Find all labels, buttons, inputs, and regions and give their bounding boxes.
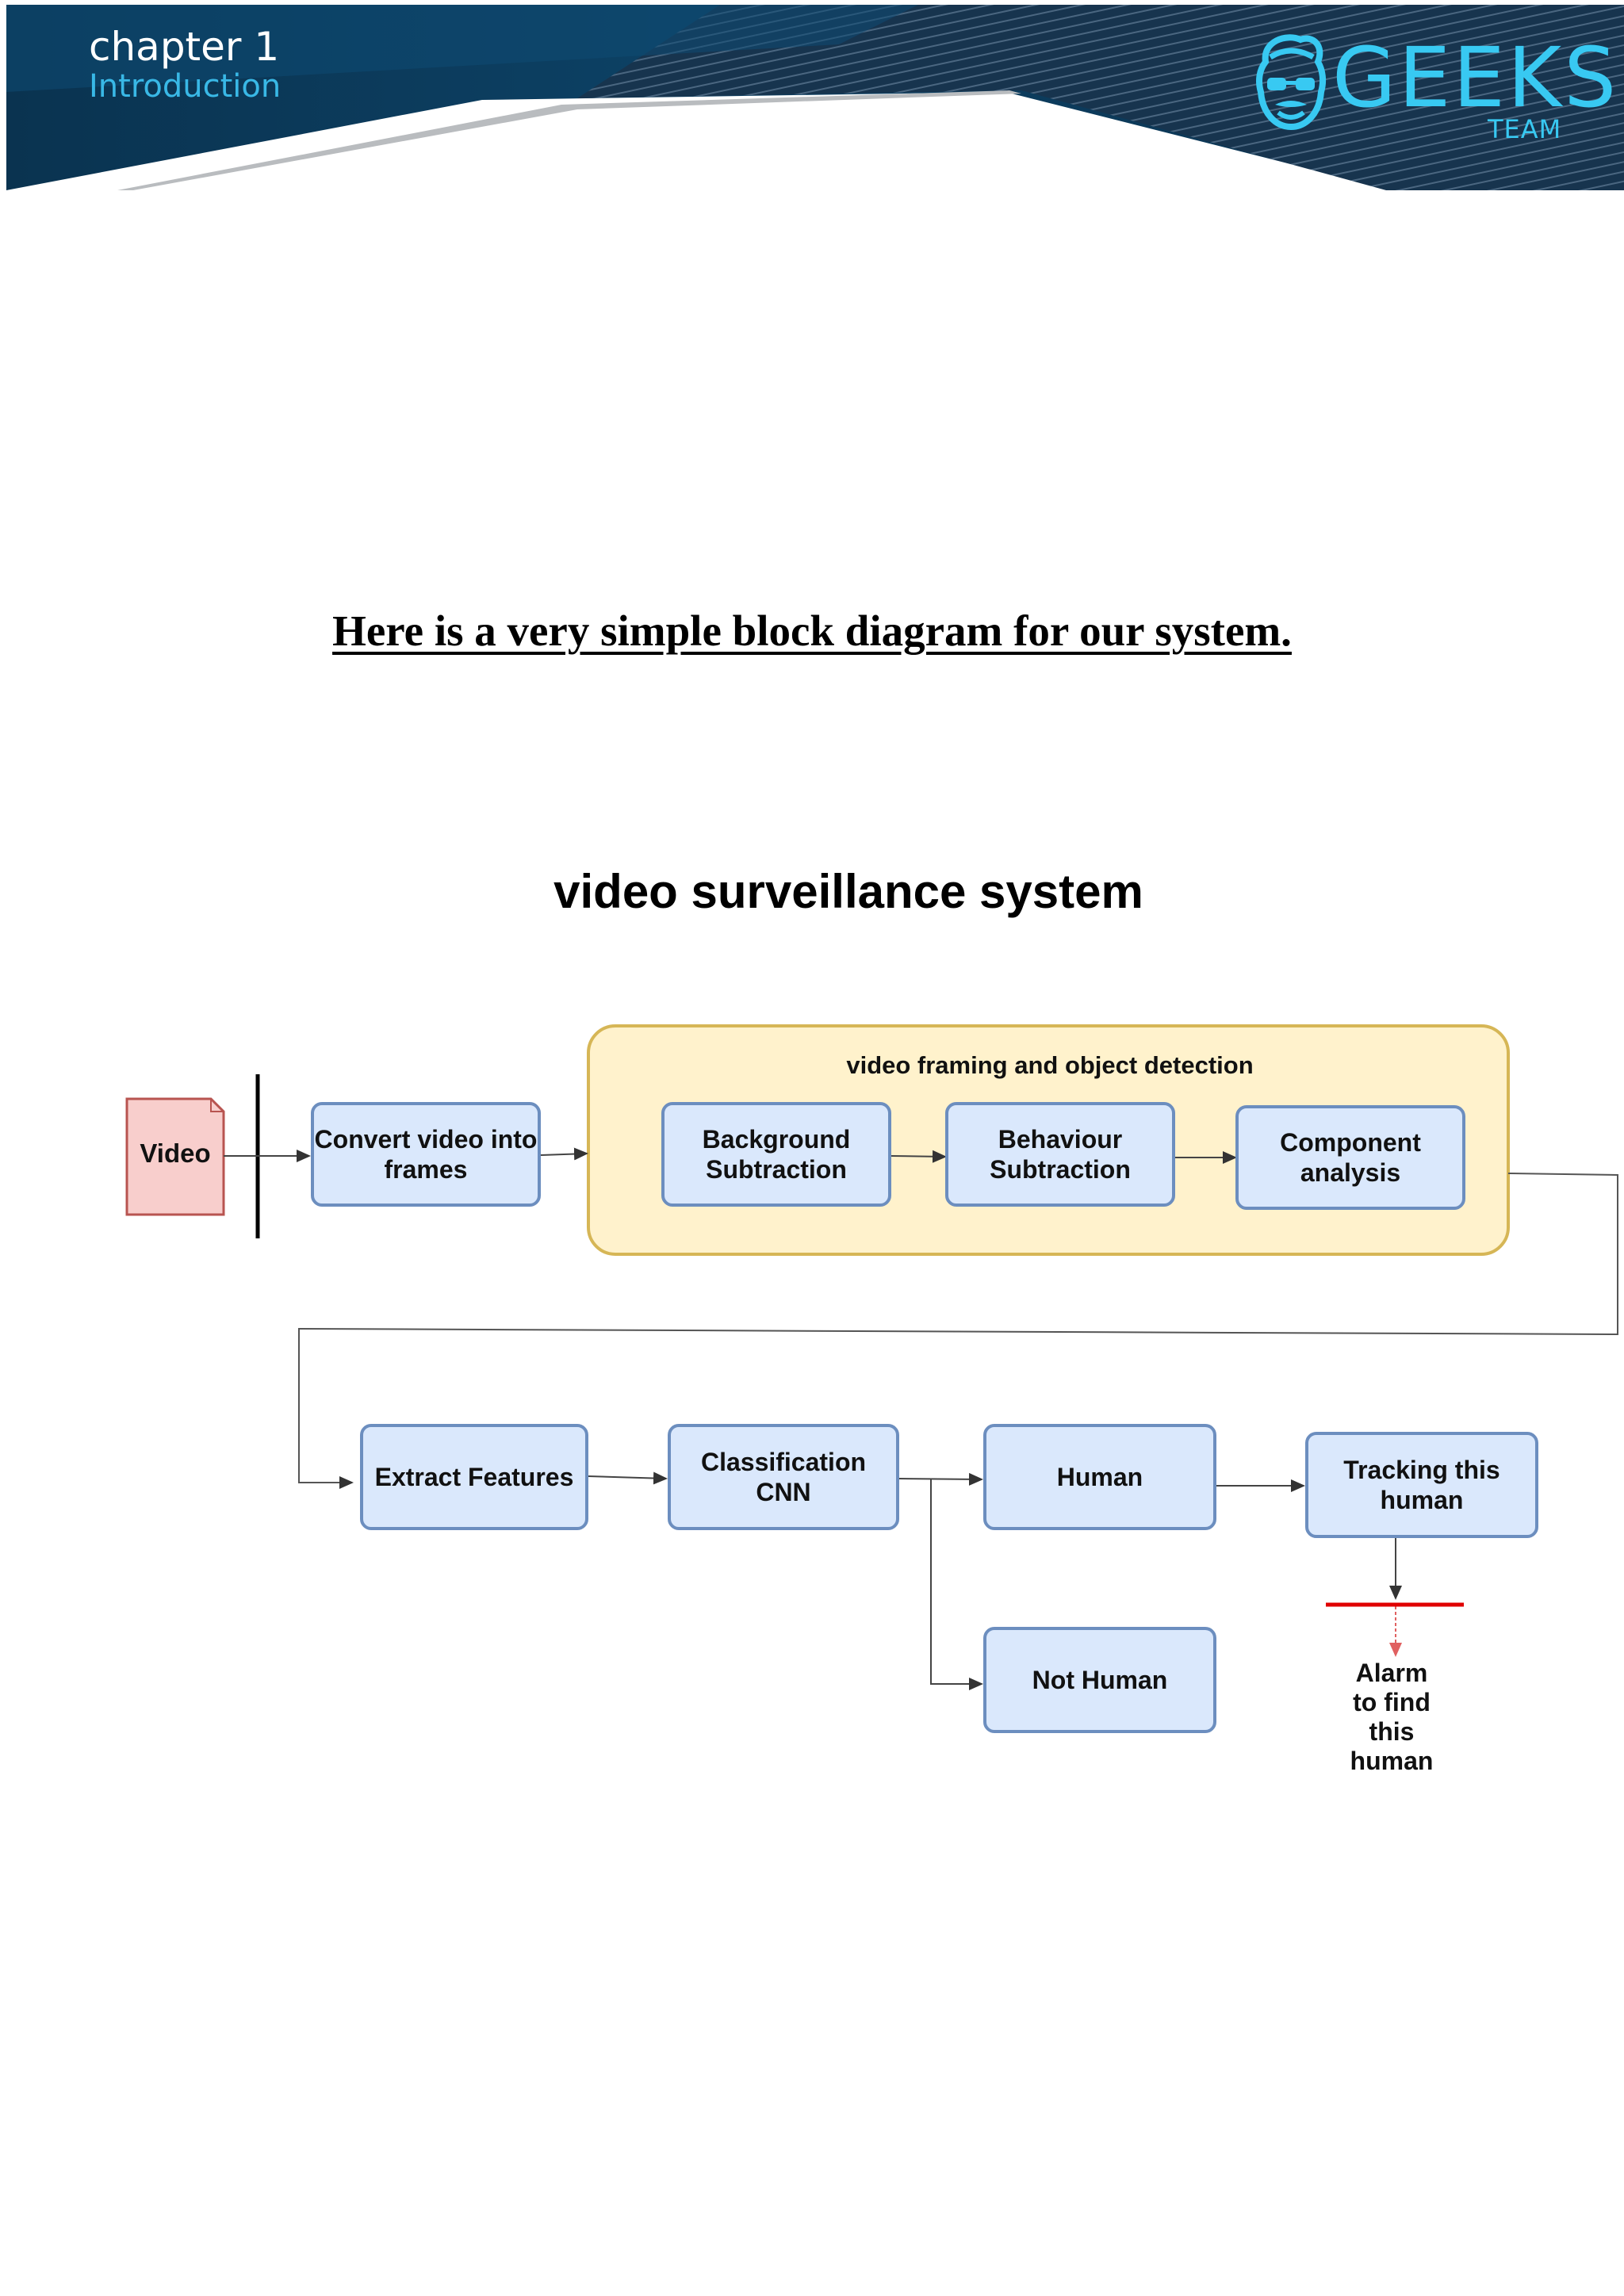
video-document-shape <box>125 1097 225 1216</box>
edge-extract-to-classification <box>588 1471 668 1485</box>
node-classification-cnn: Classification CNN <box>668 1424 899 1530</box>
intro-heading: Here is a very simple block diagram for … <box>332 607 1292 655</box>
edge-group-to-extract <box>298 1173 1618 1489</box>
node-convert-video: Convert video into frames <box>311 1102 541 1207</box>
chapter-subtitle: Introduction <box>89 68 282 105</box>
node-tracking-human: Tracking this human <box>1305 1432 1538 1538</box>
edge-background-to-behaviour <box>891 1150 947 1163</box>
logo-team-label: TEAM <box>1488 114 1562 144</box>
node-human: Human <box>983 1424 1216 1530</box>
geek-face-icon <box>1256 34 1327 131</box>
node-background-subtraction: Background Subtraction <box>661 1102 891 1207</box>
edge-convert-to-group <box>540 1147 588 1161</box>
header-banner <box>6 5 1624 190</box>
node-behaviour-subtraction: Behaviour Subtraction <box>945 1102 1175 1207</box>
node-not-human: Not Human <box>983 1627 1216 1733</box>
alarm-label: Alarm to find this human <box>1350 1659 1434 1775</box>
node-extract-features: Extract Features <box>360 1424 588 1530</box>
logo-wordmark: GEEKS <box>1332 29 1619 126</box>
node-component-analysis: Component analysis <box>1235 1105 1465 1210</box>
edge-classification-to-not-human <box>930 1479 983 1690</box>
video-label: Video <box>140 1138 211 1168</box>
diagram-title: video surveillance system <box>553 865 1143 918</box>
chapter-title: chapter 1 <box>89 24 280 70</box>
group-label: video framing and object detection <box>846 1051 1254 1079</box>
